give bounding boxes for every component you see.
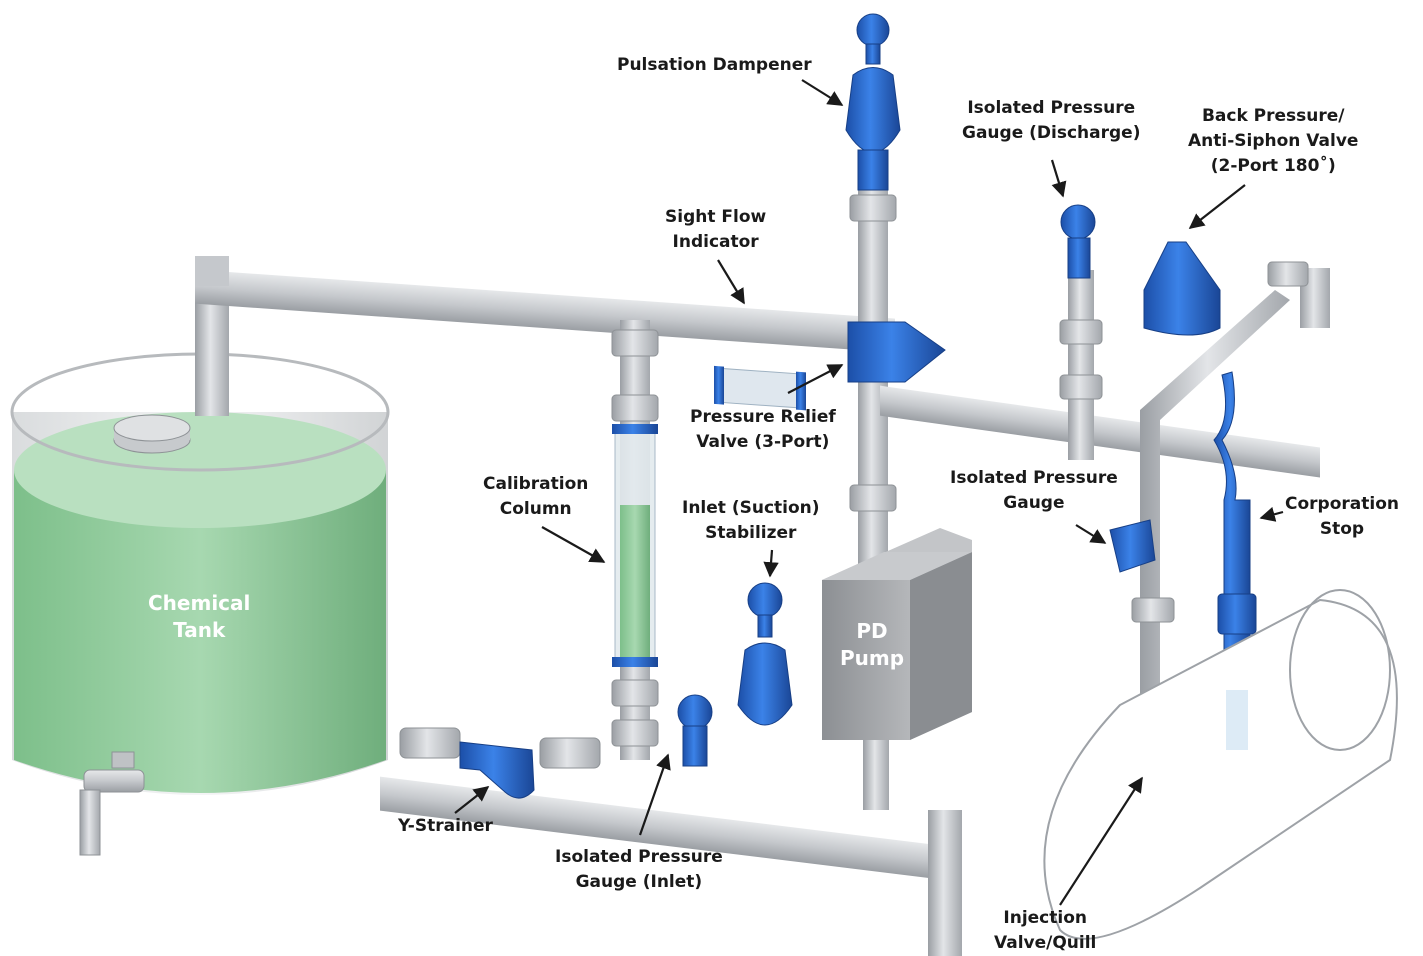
sight-flow-indicator <box>714 365 806 411</box>
calibration-column <box>612 424 658 667</box>
label-chemical-tank: Chemical Tank <box>148 591 251 642</box>
label-injection-quill: Injection Valve/Quill <box>994 908 1097 953</box>
label-pulsation-dampener: Pulsation Dampener <box>617 55 812 75</box>
blue-components <box>459 13 1257 806</box>
suction-pipe <box>380 776 962 956</box>
label-gauge-inlet: Isolated Pressure Gauge (Inlet) <box>555 847 723 892</box>
label-gauge-mid: Isolated Pressure Gauge <box>950 468 1118 513</box>
label-pd-pump: PD Pump <box>840 619 905 670</box>
process-pipe <box>1043 589 1398 940</box>
label-inlet-stabilizer: Inlet (Suction) Stabilizer <box>682 498 820 543</box>
label-sight-flow-indicator: Sight Flow Indicator <box>665 207 767 252</box>
label-pressure-relief-valve: Pressure Relief Valve (3-Port) <box>690 407 836 452</box>
label-gauge-discharge: Isolated Pressure Gauge (Discharge) <box>962 98 1141 143</box>
label-corporation-stop: Corporation Stop <box>1285 494 1399 539</box>
leader-arrows <box>454 79 1284 906</box>
label-back-pressure-valve: Back Pressure/ Anti-Siphon Valve (2-Port… <box>1188 106 1359 176</box>
label-y-strainer: Y-Strainer <box>398 816 493 836</box>
chemical-tank <box>10 352 390 856</box>
pd-pump <box>822 528 972 740</box>
gray-valves <box>399 194 1309 769</box>
label-calibration-column: Calibration Column <box>483 474 589 519</box>
return-pipe <box>195 256 895 416</box>
